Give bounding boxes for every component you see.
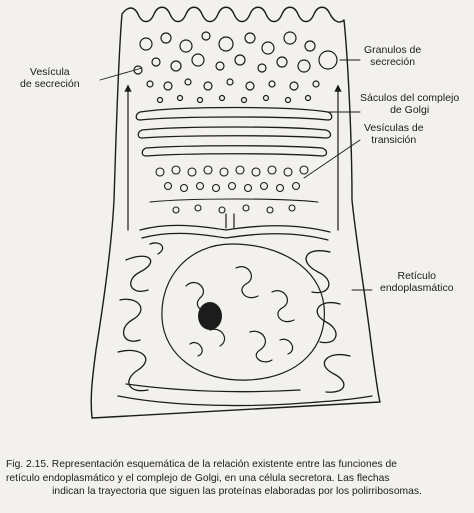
secretory-granules — [133, 31, 338, 104]
label-saculos: Sáculos del complejo de Golgi — [360, 92, 459, 116]
endoplasmic-reticulum — [117, 224, 373, 407]
label-line: de secreción — [20, 78, 80, 90]
label-line: Vesícula — [29, 66, 70, 78]
label-line: transición — [371, 134, 417, 146]
label-leaders — [99, 59, 373, 291]
label-reticulo: Retículo endoplasmático — [380, 270, 454, 294]
label-vesiculas-transicion: Vesículas de transición — [364, 122, 424, 146]
label-vesicula: Vesícula de secreción — [20, 66, 80, 90]
label-line: de Golgi — [390, 104, 430, 116]
secretory-cell-diagram — [90, 6, 381, 419]
cell-membrane — [90, 6, 381, 419]
nucleus — [161, 243, 325, 381]
label-line: endoplasmático — [380, 282, 454, 294]
nucleolus — [198, 302, 222, 330]
trajectory-arrows — [124, 84, 342, 231]
label-line: secreción — [370, 56, 416, 68]
er-golgi-stalk — [225, 213, 235, 229]
caption-line: retículo endoplasmático y el complejo de… — [6, 472, 390, 484]
caption-line: indican la trayectoria que siguen las pr… — [52, 486, 422, 497]
label-line: Sáculos del complejo — [360, 92, 460, 104]
label-line: Vesículas de — [364, 122, 424, 134]
caption-line: Fig. 2.15. Representación esquemática de… — [6, 459, 397, 470]
golgi-saccules — [135, 106, 333, 157]
label-granulos: Granulos de secreción — [364, 44, 421, 68]
transition-vesicles — [149, 165, 319, 214]
label-line: Granulos de — [364, 44, 422, 56]
figure-caption: Fig. 2.15. Representación esquemática de… — [6, 458, 468, 499]
label-line: Retículo — [397, 270, 437, 282]
